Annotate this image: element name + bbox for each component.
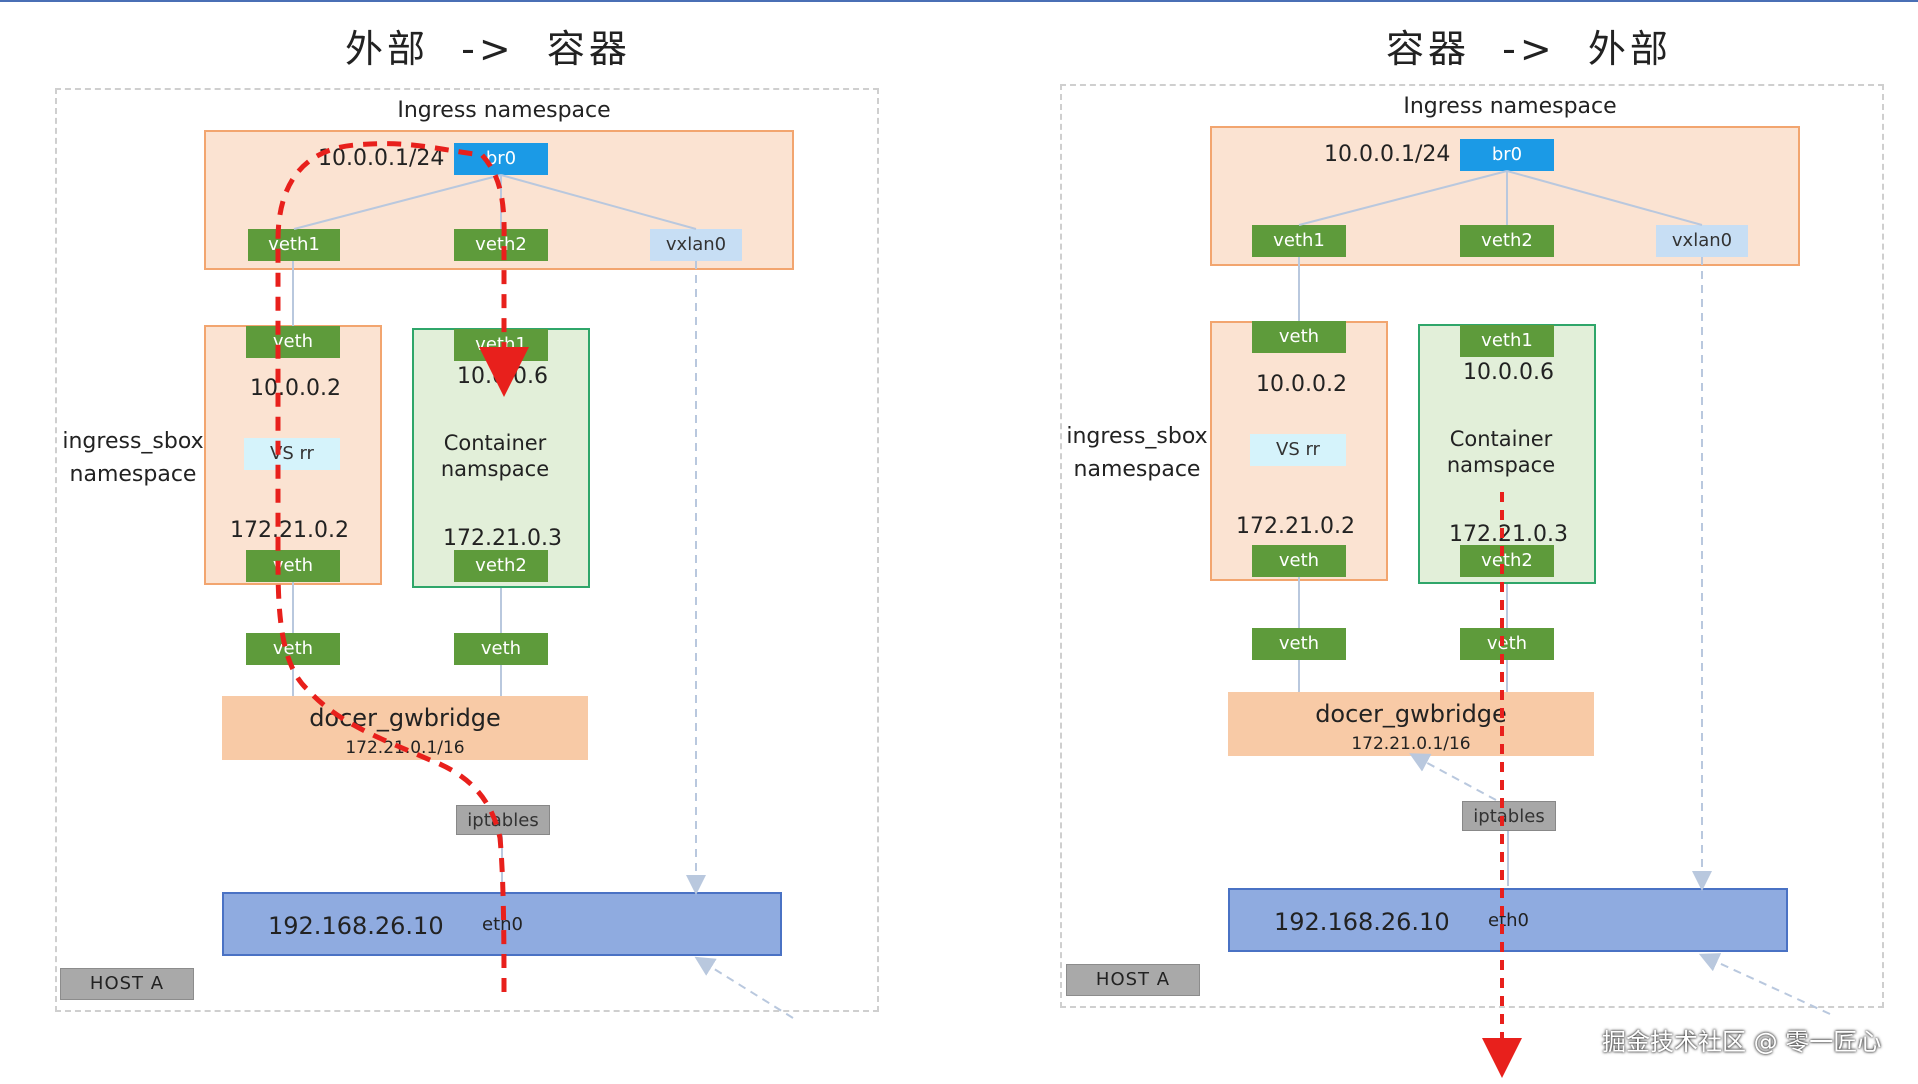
- bridge-br0: br0: [1460, 139, 1554, 171]
- br0-to-veth1-link: [1298, 170, 1508, 226]
- container-namespace-box: [1418, 324, 1596, 584]
- sbox-ip2: 172.21.0.2: [1236, 514, 1355, 539]
- ingress-vxlan0: vxlan0: [1656, 225, 1748, 257]
- ingress-subnet: 10.0.0.1/24: [1324, 142, 1451, 167]
- container-label-line2: namspace: [440, 457, 550, 481]
- sbox-label-line2: namespace: [69, 462, 197, 487]
- sbox-label-line1: ingress_sbox: [1066, 424, 1208, 449]
- container-namespace-label: Container namspace: [1418, 426, 1584, 478]
- sbox-namespace-label: ingress_sbox namespace: [58, 425, 208, 491]
- container-label-line1: Container: [443, 431, 547, 455]
- container-label-line2: namspace: [1446, 453, 1556, 477]
- br0-to-vxlan0-link: [500, 174, 697, 230]
- ingress-subnet: 10.0.0.1/24: [318, 146, 445, 171]
- gw-veth-right: veth: [1460, 628, 1554, 660]
- ingress-namespace-label: Ingress namespace: [1403, 94, 1617, 119]
- sbox-namespace-label: ingress_sbox namespace: [1062, 420, 1212, 486]
- vs-rr: VS rr: [1250, 434, 1346, 466]
- host-label: HOST A: [60, 968, 194, 1000]
- host-interface: eth0: [1488, 910, 1529, 931]
- sbox-bottom-veth: veth: [246, 550, 340, 582]
- container-namespace-label: Container namspace: [412, 430, 578, 482]
- gw-veth-right: veth: [454, 633, 548, 665]
- gwbridge-cidr: 172.21.0.1/16: [1351, 734, 1471, 754]
- container-bottom-veth: veth2: [1460, 545, 1554, 577]
- ingress-veth2: veth2: [454, 229, 548, 261]
- bridge-br0: br0: [454, 143, 548, 175]
- panel2-links: [1298, 170, 1831, 1015]
- ingress-veth2: veth2: [1460, 225, 1554, 257]
- iptables-to-gwbridge-link: [1409, 753, 1497, 801]
- panel-frame: [1060, 84, 1884, 1008]
- sbox-label-line1: ingress_sbox: [62, 429, 204, 454]
- br0-to-veth1-link: [293, 174, 502, 230]
- vs-rr: VS rr: [244, 438, 340, 470]
- panel1-links: [292, 174, 794, 1019]
- sbox-ip2: 172.21.0.2: [230, 518, 349, 543]
- container-ip: 10.0.0.6: [1463, 360, 1554, 385]
- container-top-veth: veth1: [1460, 325, 1554, 357]
- host-label: HOST A: [1066, 964, 1200, 996]
- flow-path-outside-to-container: [275, 141, 529, 993]
- external-inbound-link: [694, 956, 794, 1019]
- panel-frame: [55, 88, 879, 1012]
- gw-veth-left: veth: [1252, 628, 1346, 660]
- watermark: 掘金技术社区 @ 零一匠心: [1602, 1028, 1882, 1056]
- ingress-namespace-label: Ingress namespace: [397, 98, 611, 123]
- docker-gwbridge: docer_gwbridge 172.21.0.1/16: [1228, 692, 1594, 756]
- panel-title: 容器 -> 外部: [1386, 27, 1672, 71]
- sbox-bottom-veth: veth: [1252, 545, 1346, 577]
- ingress-veth1: veth1: [1252, 225, 1346, 257]
- ingress-vxlan0: vxlan0: [650, 229, 742, 261]
- host-eth0-bar: 192.168.26.10 eth0: [1228, 888, 1788, 952]
- host-interface: eth0: [482, 914, 523, 935]
- ingress-veth1: veth1: [248, 229, 340, 261]
- iptables-box: iptables: [1462, 801, 1556, 831]
- container-ip2: 172.21.0.3: [1449, 522, 1568, 547]
- br0-to-vxlan0-link: [1506, 170, 1703, 226]
- iptables-box: iptables: [456, 805, 550, 835]
- sbox-ip: 10.0.0.2: [250, 376, 341, 401]
- sbox-ip: 10.0.0.2: [1256, 372, 1347, 397]
- host-ip: 192.168.26.10: [268, 912, 444, 940]
- sbox-top-veth: veth: [246, 326, 340, 358]
- external-link: [1698, 953, 1831, 1015]
- container-ip2: 172.21.0.3: [443, 526, 562, 551]
- host-ip: 192.168.26.10: [1274, 908, 1450, 936]
- container-label-line1: Container: [1449, 427, 1553, 451]
- sbox-label-line2: namespace: [1073, 457, 1201, 482]
- gwbridge-name: docer_gwbridge: [1315, 700, 1507, 728]
- container-bottom-veth: veth2: [454, 550, 548, 582]
- top-accent-line: [0, 0, 1918, 2]
- sbox-top-veth: veth: [1252, 321, 1346, 353]
- panel-title: 外部 -> 容器: [345, 27, 631, 71]
